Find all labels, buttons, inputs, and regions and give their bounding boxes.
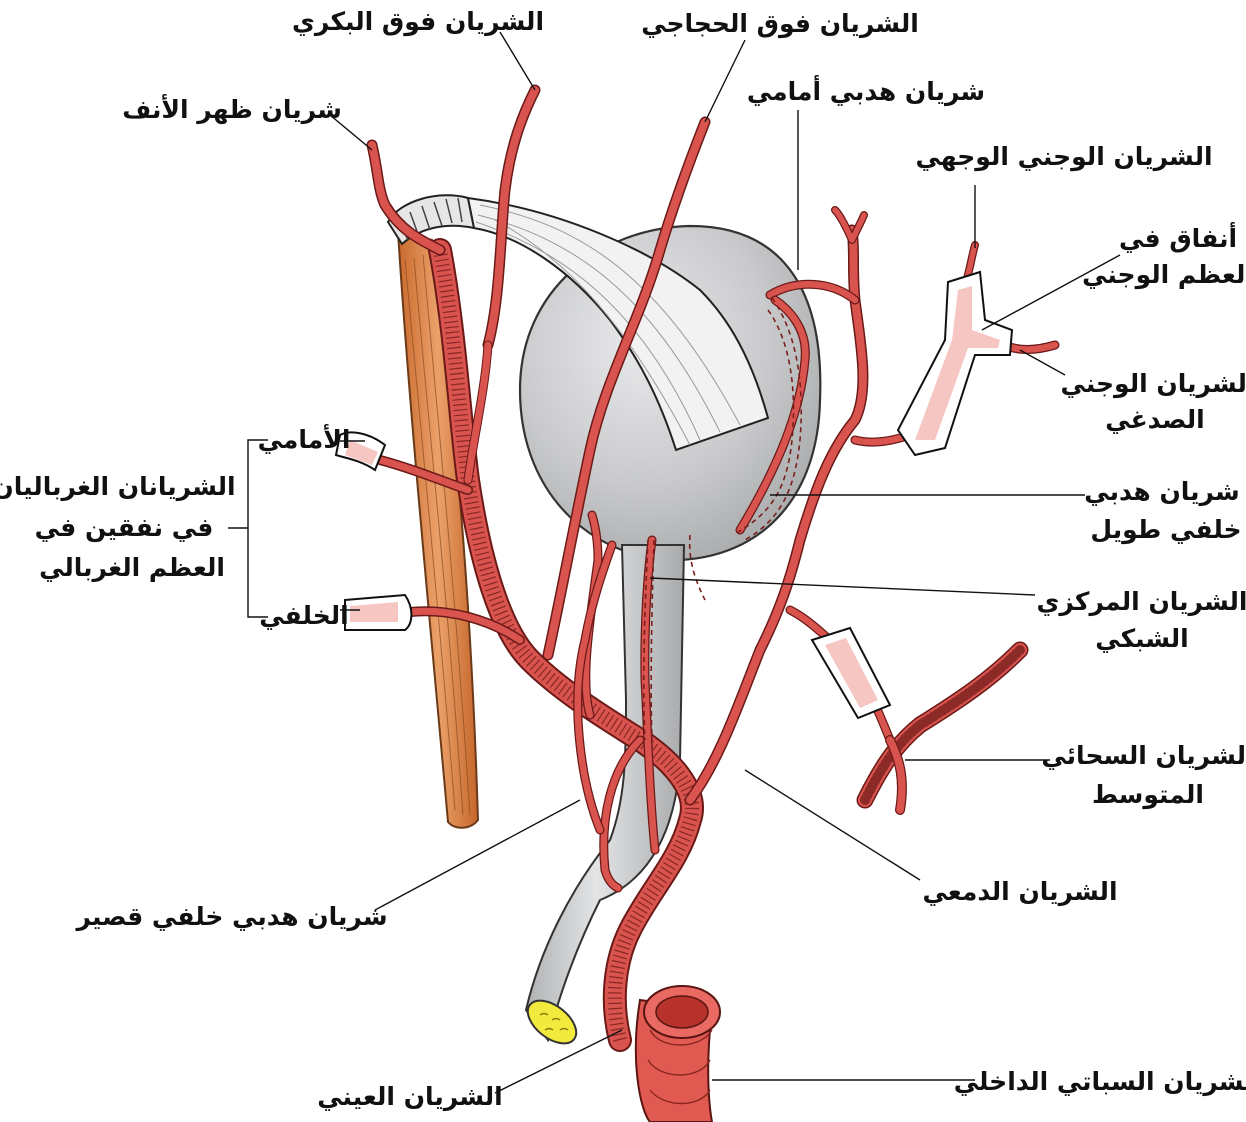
label-supratrochlear: الشريان فوق البكري [292,7,544,37]
label-ethmoidal-1: الشريانان الغرباليان [0,472,236,502]
label-internal-carotid: الشريان السباتي الداخلي [954,1067,1246,1097]
label-zygomatic-canals-1: أنفاق في [1119,222,1237,253]
zygomatic-canal [896,270,1014,457]
label-supraorbital: الشريان فوق الحجاجي [641,9,919,39]
label-dorsal-nasal: شريان ظهر الأنف [122,94,342,125]
posterior-ethmoidal-canal [344,593,413,631]
label-ethmoidal-2: في نفقين في [35,513,214,543]
artery-branches [366,84,1060,893]
optic-nerve [524,544,686,1045]
label-posterior: الخلفي [259,601,348,630]
anterior-ethmoidal-canal [334,431,387,472]
superior-oblique-tendon [466,196,770,452]
internal-carotid-artery [634,985,721,1122]
label-ethmoidal-3: العظم الغربالي [39,553,225,583]
label-anterior: الأمامي [258,424,351,454]
ophthalmic-artery [428,238,704,1052]
intraocular-vessels [642,297,803,741]
meningeal-canal [810,626,892,720]
label-zygomaticofacial: الشريان الوجني الوجهي [915,142,1212,172]
label-long-post-ciliary-2: خلفي طويل [1090,515,1241,545]
label-central-retinal-1: الشريان المركزي [1036,587,1246,617]
labels: الشريان فوق البكري الشريان فوق الحجاجي ش… [0,7,1246,1112]
label-central-retinal-2: الشبكي [1095,624,1188,653]
label-short-post-ciliary: شريان هدبي خلفي قصير [74,902,387,932]
leader-lines [228,31,1121,1094]
label-lacrimal: الشريان الدمعي [922,877,1117,907]
label-middle-meningeal-2: المتوسط [1092,780,1204,810]
label-anterior-ciliary: شريان هدبي أمامي [747,75,985,107]
label-middle-meningeal-1: الشريان السحائي [1041,741,1246,771]
label-zygomaticotemporal-2: الصدغي [1105,405,1204,434]
label-zygomatic-canals-2: العظم الوجني [1082,260,1246,290]
label-zygomaticotemporal-1: الشريان الوجني [1061,369,1246,399]
label-ophthalmic: الشريان العيني [317,1082,503,1112]
label-long-post-ciliary-1: شريان هدبي [1084,477,1239,507]
optic-nerve-cut-end [526,999,578,1045]
